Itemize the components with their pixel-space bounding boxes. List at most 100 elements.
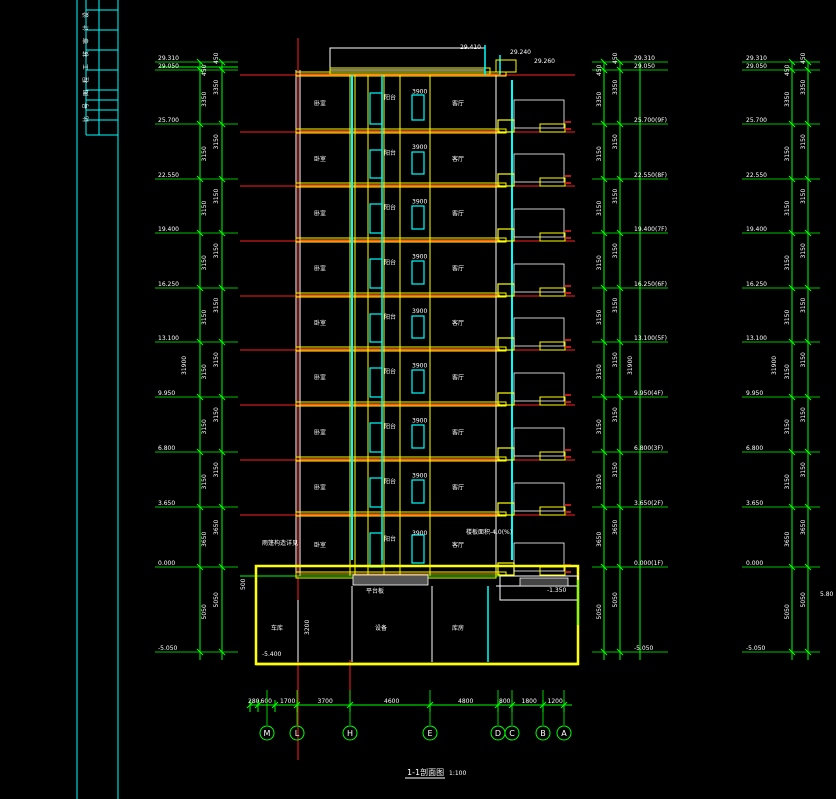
- dim-sub-label: 3150: [612, 352, 619, 367]
- dim-tick: [600, 648, 608, 656]
- dim-tick: [788, 448, 796, 456]
- level-label-left: 19.400: [158, 226, 179, 233]
- hatched-landing: [352, 574, 429, 586]
- dim-label: 3150: [784, 474, 791, 489]
- room-bedroom-label: 卧室: [314, 429, 326, 437]
- level-label-left: 16.250: [158, 281, 179, 288]
- dim-label: 3350: [201, 92, 208, 107]
- room-living-label: 客厅: [452, 541, 464, 549]
- axis-dim-tick: [254, 701, 262, 709]
- axis-bubble: [422, 725, 438, 741]
- window: [369, 313, 383, 343]
- roof-level-label-3: 29.260: [534, 58, 555, 65]
- dim-sub-label: 450: [800, 52, 807, 64]
- dim-tick: [196, 66, 204, 74]
- window: [411, 205, 425, 230]
- axis-dim-label: 1800: [522, 698, 537, 705]
- room-balcony-label: 阳台: [384, 313, 396, 321]
- room-balcony-label: 阳台: [384, 478, 396, 486]
- left-dimension-chain: 29.31029.05025.70022.55019.40016.25013.1…: [155, 52, 238, 660]
- dim-label: 3150: [596, 419, 603, 434]
- room-living-label: 客厅: [452, 484, 464, 492]
- axis-bubble: [556, 725, 572, 741]
- dim-tick: [218, 229, 226, 237]
- axis-bubble: [535, 725, 551, 741]
- dim-sub-label: 3350: [612, 80, 619, 95]
- level-label-far: 22.550: [746, 172, 767, 179]
- dim-tick: [804, 448, 812, 456]
- room-dim-label: 3900: [412, 530, 427, 537]
- dim-tick: [616, 503, 624, 511]
- pit-level: -1.350: [547, 587, 567, 594]
- axis-dim-tick: [271, 701, 279, 709]
- dim-sub-label: 5050: [800, 592, 807, 607]
- balcony-rail: [513, 372, 565, 402]
- total-height-dim: 31900: [181, 356, 188, 375]
- room-balcony-label: 阳台: [384, 535, 396, 543]
- dim-sub-label: 3150: [612, 407, 619, 422]
- window: [369, 367, 383, 398]
- axis-dim-label: 280: [248, 698, 260, 705]
- dim-tick: [218, 393, 226, 401]
- floor-slab: [295, 401, 507, 407]
- window: [411, 479, 425, 504]
- window: [369, 258, 383, 289]
- window: [411, 534, 425, 564]
- balcony-slab: [539, 287, 566, 297]
- dim-label: 5050: [201, 604, 208, 619]
- dim-sub-label: 3350: [213, 80, 220, 95]
- roof-slab: [329, 67, 491, 75]
- level-label-left: -5.050: [158, 645, 178, 652]
- dim-label: 3150: [201, 201, 208, 216]
- dim-label: 3150: [596, 310, 603, 325]
- window: [411, 424, 425, 449]
- room-dim-label: 3900: [412, 418, 427, 425]
- title-block-cell: 审: [82, 38, 90, 44]
- dim-tick: [218, 648, 226, 656]
- dim-tick: [616, 66, 624, 74]
- total-height-dim-far: 31900: [771, 356, 778, 375]
- axis-bubble-label: C: [509, 729, 515, 738]
- roof-edge: [495, 59, 517, 73]
- dim-tick: [196, 503, 204, 511]
- axis-bubble-label: E: [427, 729, 432, 738]
- room-balcony-label: 阳台: [384, 259, 396, 267]
- room-dim-label: 3900: [412, 254, 427, 261]
- dim-tick: [196, 338, 204, 346]
- dim-label: 3150: [201, 310, 208, 325]
- room-basement-a: 车库: [271, 624, 283, 632]
- far-right-dimension-chain: 29.31029.05025.70022.55019.40016.25013.1…: [742, 52, 820, 660]
- dim-tick: [616, 393, 624, 401]
- dim-tick: [600, 563, 608, 571]
- axis-bubble-label: B: [540, 729, 546, 738]
- room-living-label: 客厅: [452, 100, 464, 108]
- balcony-rail: [513, 542, 565, 572]
- dim-tick: [788, 563, 796, 571]
- axis-bubble: [259, 725, 275, 741]
- dim-tick: [218, 563, 226, 571]
- balcony-slab: [539, 506, 566, 516]
- dim-tick: [804, 648, 812, 656]
- dim-tick: [218, 120, 226, 128]
- level-label-right: 16.250(6F): [634, 281, 667, 288]
- axis-dim-label: 1700: [280, 698, 295, 705]
- dim-sub-label: 450: [213, 52, 220, 64]
- dim-label: 3150: [201, 474, 208, 489]
- balcony-slab: [539, 396, 566, 406]
- axis-bubble: [342, 725, 358, 741]
- level-label-right: -5.050: [634, 645, 654, 652]
- basement-height: 3200: [304, 620, 311, 635]
- dim-label: 3350: [784, 92, 791, 107]
- balcony-rail: [513, 153, 565, 183]
- window: [369, 532, 383, 568]
- dim-tick: [804, 120, 812, 128]
- dim-tick: [616, 448, 624, 456]
- drawing-scale: 1:100: [449, 770, 466, 777]
- dim-label: 5050: [596, 604, 603, 619]
- room-living-label: 客厅: [452, 155, 464, 163]
- dim-tick: [196, 284, 204, 292]
- dim-tick: [196, 175, 204, 183]
- balcony-slab: [539, 232, 566, 242]
- dim-tick: [218, 66, 226, 74]
